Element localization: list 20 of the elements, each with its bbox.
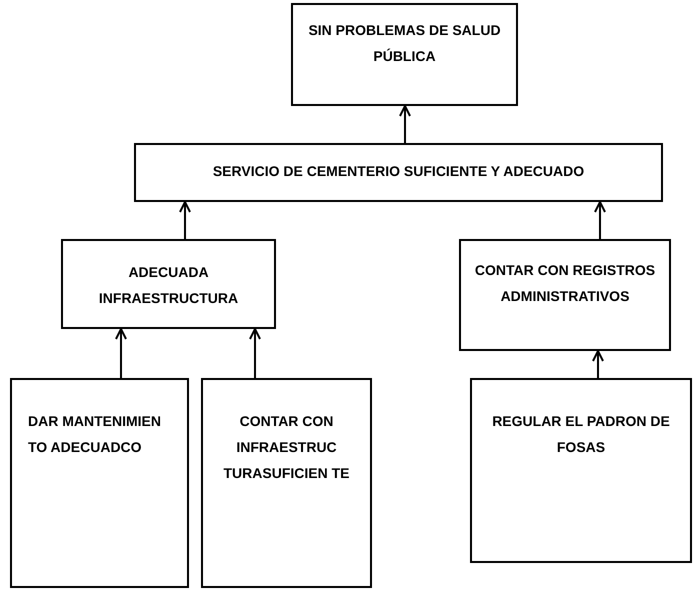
arrow (179, 201, 191, 239)
process-box (470, 378, 692, 563)
process-box (459, 239, 671, 351)
process-box (291, 3, 518, 106)
arrow (592, 350, 604, 378)
box-text: DAR MANTENIMIEN TO ADECUADCO (28, 412, 162, 457)
process-box (134, 143, 663, 202)
process-box (10, 378, 189, 588)
process-box (201, 378, 372, 588)
arrow (115, 328, 127, 378)
box-text: ADECUADA INFRAESTRUCTURA (98, 263, 240, 308)
arrow (399, 105, 411, 143)
box-text: CONTAR CON REGISTROS ADMINISTRATIVOS (474, 261, 656, 306)
process-box (61, 239, 276, 329)
box-text: SERVICIO DE CEMENTERIO SUFICIENTE Y ADECUADO (212, 162, 586, 181)
arrow (594, 201, 606, 239)
box-text: SIN PROBLEMAS DE SALUD PÚBLICA (307, 21, 502, 66)
box-text: CONTAR CON INFRAESTRUC TURASUFICIEN TE (222, 412, 350, 483)
arrow (249, 328, 261, 378)
box-text: REGULAR EL PADRON DE FOSAS (491, 412, 671, 457)
